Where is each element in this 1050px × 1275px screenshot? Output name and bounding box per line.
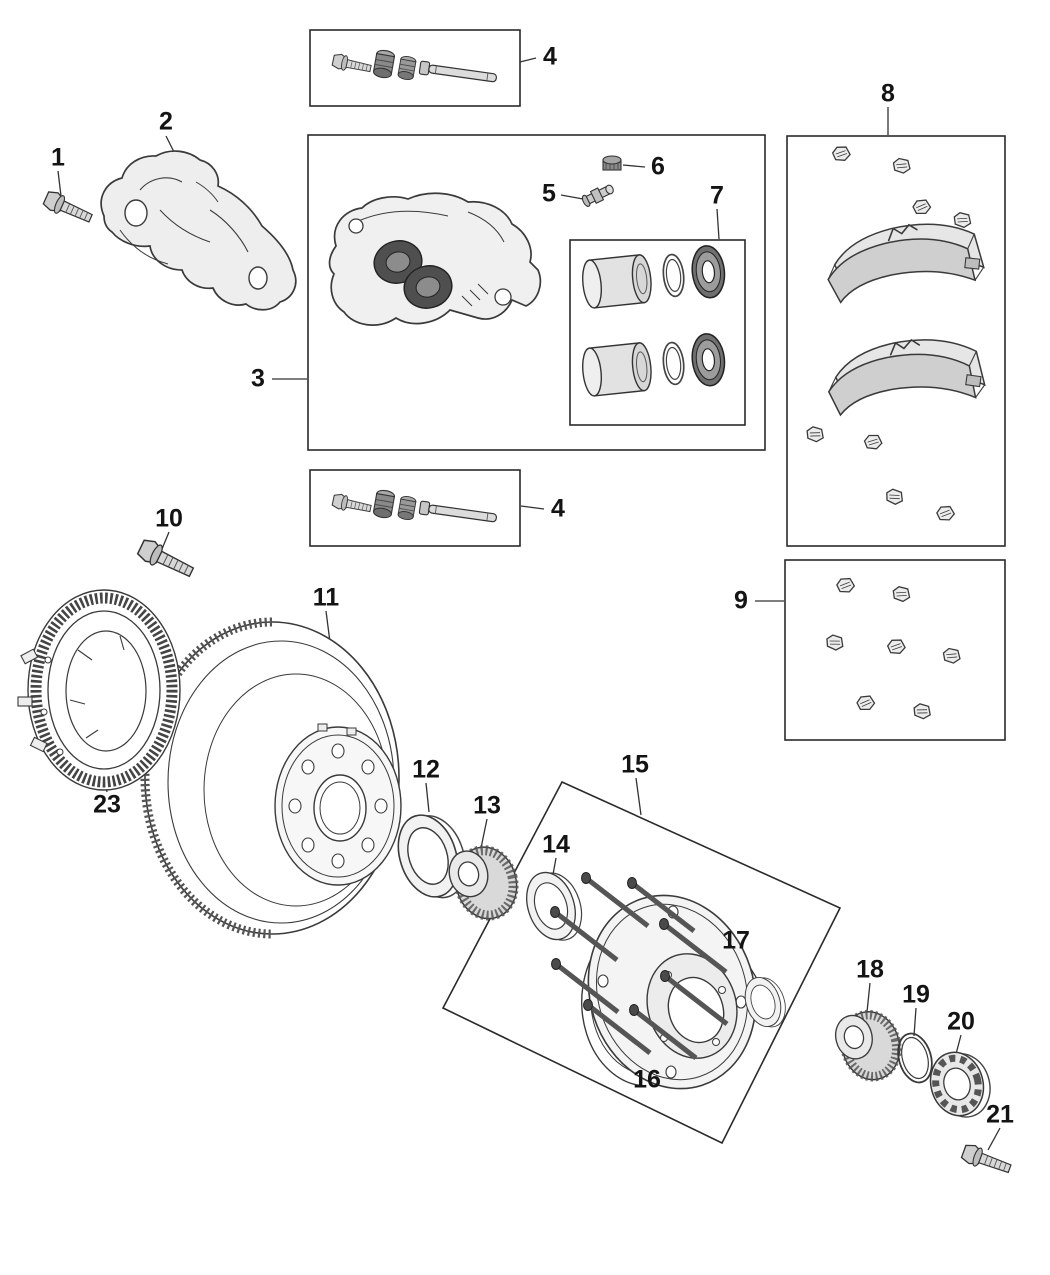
- bleeder-cap-part6: [602, 155, 622, 171]
- callout-4-top[interactable]: 4: [543, 42, 557, 71]
- hub-kit-box: [441, 780, 842, 1145]
- pad-kit-box: [786, 135, 1006, 547]
- kit-box-top: [309, 29, 521, 107]
- brake-rotor-part11: [140, 617, 402, 939]
- caliper-box: [307, 134, 766, 451]
- retainer-bolt-part21: [959, 1141, 1014, 1179]
- guide-pin-kit-top-part4: [332, 49, 498, 84]
- callout-14[interactable]: 14: [542, 830, 570, 859]
- clip-kit-part9: [824, 576, 962, 721]
- callout-18[interactable]: 18: [856, 955, 884, 984]
- callout-13[interactable]: 13: [473, 791, 501, 820]
- brake-pad-kit-part8: [804, 144, 987, 523]
- callout-10[interactable]: 10: [155, 504, 183, 533]
- callout-9[interactable]: 9: [734, 586, 748, 615]
- nut-retainer-part20: [929, 1051, 991, 1118]
- abs-tone-ring-part23: [17, 589, 181, 791]
- callout-5[interactable]: 5: [542, 179, 556, 208]
- brake-caliper-part3: [328, 192, 542, 326]
- wheel-hub-part15: [550, 872, 757, 1090]
- piston-seal-kit-part7: [579, 243, 728, 400]
- callout-7[interactable]: 7: [710, 181, 724, 210]
- callout-19[interactable]: 19: [902, 980, 930, 1009]
- callout-12[interactable]: 12: [412, 755, 440, 784]
- callout-15[interactable]: 15: [621, 750, 649, 779]
- piston-seal-box: [569, 239, 746, 426]
- clip-kit-box: [784, 559, 1006, 741]
- mounting-bolt-part1: [41, 188, 96, 228]
- callout-8[interactable]: 8: [881, 79, 895, 108]
- callout-21[interactable]: 21: [986, 1100, 1014, 1129]
- callout-17[interactable]: 17: [722, 926, 750, 955]
- callout-20[interactable]: 20: [947, 1007, 975, 1036]
- callout-16[interactable]: 16: [633, 1065, 661, 1094]
- hub-bolt-part10: [135, 536, 198, 583]
- kit-box-bottom: [309, 469, 521, 547]
- wheel-studs-part16: [553, 876, 729, 1060]
- callout-23[interactable]: 23: [93, 790, 121, 819]
- o-ring-part19: [897, 1032, 933, 1084]
- callout-11[interactable]: 11: [312, 583, 340, 612]
- callout-2[interactable]: 2: [159, 107, 173, 136]
- callout-4-bottom[interactable]: 4: [551, 494, 565, 523]
- callout-6[interactable]: 6: [651, 152, 665, 181]
- outer-bearing-part18: [831, 1006, 907, 1087]
- callout-3[interactable]: 3: [251, 364, 265, 393]
- bleeder-screw-part5: [581, 184, 614, 207]
- callout-1[interactable]: 1: [51, 143, 65, 172]
- caliper-adapter-part2: [100, 150, 297, 311]
- guide-pin-kit-bottom-part4: [332, 489, 498, 524]
- wheel-stud-heads: [550, 872, 670, 1016]
